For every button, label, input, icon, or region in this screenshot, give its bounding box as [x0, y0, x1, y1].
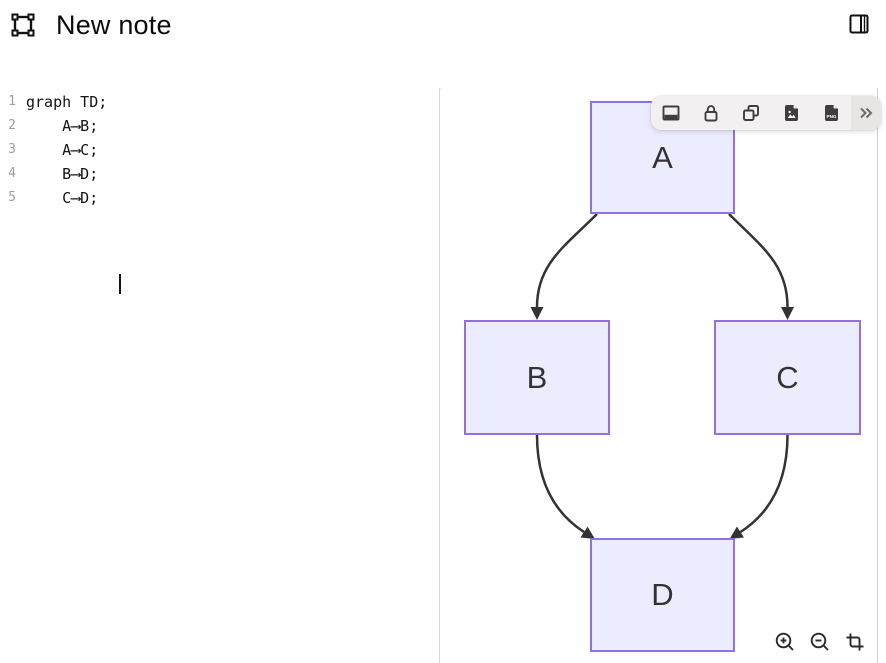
line-number: 1: [8, 94, 16, 109]
code-text[interactable]: B⟶D;: [26, 165, 99, 183]
expand-more-icon[interactable]: [851, 96, 881, 130]
frame-tool-icon-svg: [11, 13, 35, 37]
png-label: PNG: [827, 114, 837, 119]
code-line: 3 A⟶C;: [0, 138, 439, 162]
edge-A-B: [530, 213, 598, 320]
edge-A-C: [728, 213, 794, 320]
flowchart-node-B[interactable]: B: [464, 320, 610, 435]
diagram-canvas[interactable]: A B C D: [441, 88, 886, 663]
diagram-edges: [530, 213, 794, 540]
zoom-in-icon[interactable]: [771, 628, 799, 656]
node-label: B: [526, 359, 548, 395]
header: New note: [0, 0, 886, 48]
code-editor[interactable]: 1 graph TD; 2 A⟶B; 3 A⟶C; 4 B⟶D; 5 C⟶D;: [0, 88, 440, 663]
line-number: 3: [8, 142, 16, 157]
text-caret: [119, 274, 121, 294]
crop-icon[interactable]: [841, 628, 869, 656]
selection-toolbar: PNG: [651, 96, 881, 130]
zoom-controls: [771, 628, 869, 656]
node-label: A: [652, 139, 673, 175]
code-text[interactable]: C⟶D;: [26, 189, 99, 207]
canvas-scroll-gutter: [877, 88, 878, 663]
code-text[interactable]: A⟶B;: [26, 117, 99, 135]
node-label: D: [651, 577, 674, 612]
zoom-out-icon[interactable]: [806, 628, 834, 656]
line-number: 4: [8, 166, 16, 181]
edge-B-D: [535, 434, 595, 540]
flowchart-node-C[interactable]: C: [714, 320, 861, 435]
frame-tool-icon[interactable]: [9, 11, 37, 39]
flowchart-node-D[interactable]: D: [590, 538, 735, 652]
code-text[interactable]: A⟶C;: [26, 141, 99, 159]
lock-icon[interactable]: [691, 96, 731, 130]
code-line: 5 C⟶D;: [0, 186, 439, 210]
code-line: 4 B⟶D;: [0, 162, 439, 186]
code-text[interactable]: graph TD;: [26, 93, 108, 111]
code-line: 2 A⟶B;: [0, 114, 439, 138]
toolbar: [0, 48, 886, 122]
line-number: 2: [8, 118, 16, 133]
duplicate-icon[interactable]: [731, 96, 771, 130]
edge-C-D: [729, 434, 789, 540]
node-label: C: [776, 359, 799, 395]
page-title[interactable]: New note: [56, 10, 172, 40]
right-sidebar-toggle-icon[interactable]: [845, 10, 873, 38]
export-image-icon[interactable]: [771, 96, 811, 130]
code-line: 1 graph TD;: [0, 90, 439, 114]
export-png-icon[interactable]: PNG: [811, 96, 851, 130]
line-number: 5: [8, 190, 16, 205]
panel-bottom-icon[interactable]: [651, 96, 691, 130]
